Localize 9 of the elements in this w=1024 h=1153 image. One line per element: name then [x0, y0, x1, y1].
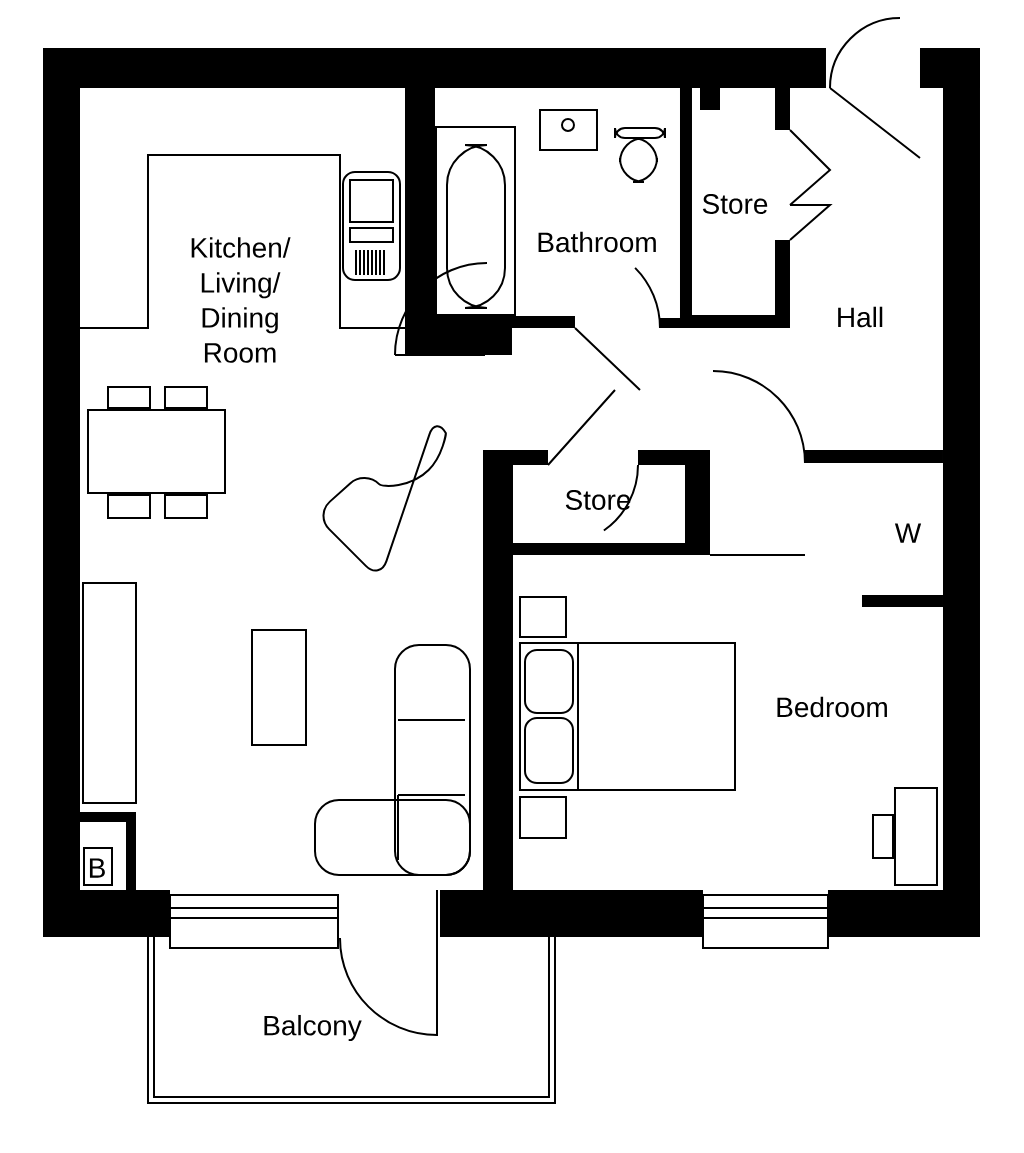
- room-label: Balcony: [264, 1014, 362, 1042]
- room-label: Kitchen/ Living/ Dining Room: [191, 237, 291, 363]
- room-label: Bathroom: [538, 231, 656, 253]
- room-label: W: [894, 523, 922, 543]
- room-label: Hall: [838, 306, 883, 328]
- room-label: Bedroom: [777, 696, 887, 718]
- room-label: Store: [565, 490, 631, 510]
- room-label: B: [89, 858, 105, 878]
- room-label: Store: [702, 194, 768, 214]
